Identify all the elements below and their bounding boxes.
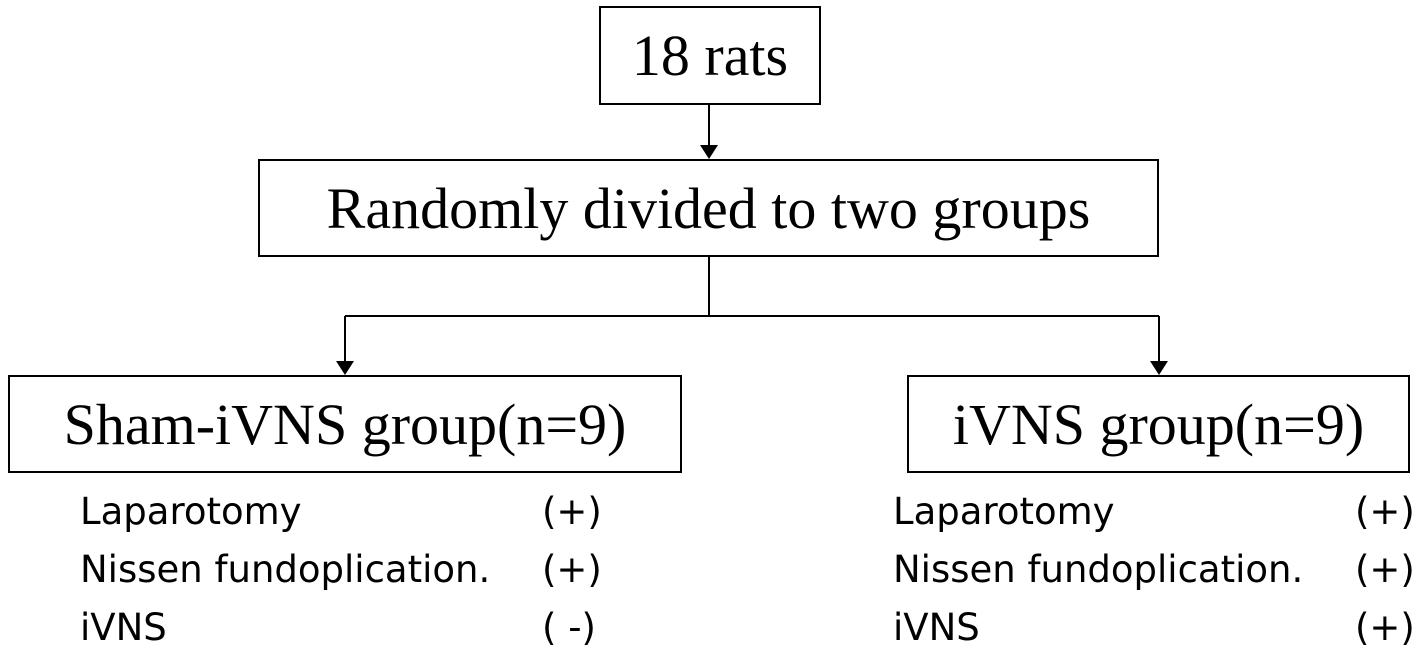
ivns-procedure-list: Laparotomy (+) Nissen fundoplication. (+… — [893, 483, 1415, 657]
procedure-status: (+) — [1355, 548, 1415, 591]
procedure-row: Laparotomy (+) — [80, 483, 620, 541]
arrowhead-to-ivns — [1150, 361, 1168, 375]
procedure-name: Laparotomy — [893, 490, 1115, 533]
procedure-name: Laparotomy — [80, 490, 302, 533]
procedure-row: iVNS (+) — [893, 599, 1415, 657]
arrowhead-to-sham — [336, 361, 354, 375]
procedure-status: (+) — [542, 548, 602, 591]
ivns-group-box: iVNS group(n=9) — [907, 375, 1410, 473]
procedure-row: Nissen fundoplication. (+) — [80, 541, 620, 599]
arrowhead-to-split — [700, 145, 718, 159]
sham-group-label: Sham-iVNS group(n=9) — [63, 391, 627, 457]
procedure-name: iVNS — [80, 606, 167, 649]
procedure-name: Nissen fundoplication. — [80, 548, 491, 591]
randomization-label: Randomly divided to two groups — [326, 175, 1091, 241]
procedure-name: Nissen fundoplication. — [893, 548, 1304, 591]
sham-group-box: Sham-iVNS group(n=9) — [8, 375, 682, 473]
procedure-row: iVNS ( -) — [80, 599, 620, 657]
root-label: 18 rats — [631, 23, 789, 88]
procedure-status: (+) — [1355, 606, 1415, 649]
root-box: 18 rats — [599, 6, 821, 105]
procedure-status: ( -) — [542, 606, 596, 649]
procedure-row: Laparotomy (+) — [893, 483, 1415, 541]
randomization-box: Randomly divided to two groups — [258, 159, 1159, 257]
procedure-status: (+) — [1355, 490, 1415, 533]
procedure-status: (+) — [542, 490, 602, 533]
procedure-row: Nissen fundoplication. (+) — [893, 541, 1415, 599]
procedure-name: iVNS — [893, 606, 980, 649]
sham-procedure-list: Laparotomy (+) Nissen fundoplication. (+… — [80, 483, 620, 657]
ivns-group-label: iVNS group(n=9) — [952, 391, 1365, 457]
